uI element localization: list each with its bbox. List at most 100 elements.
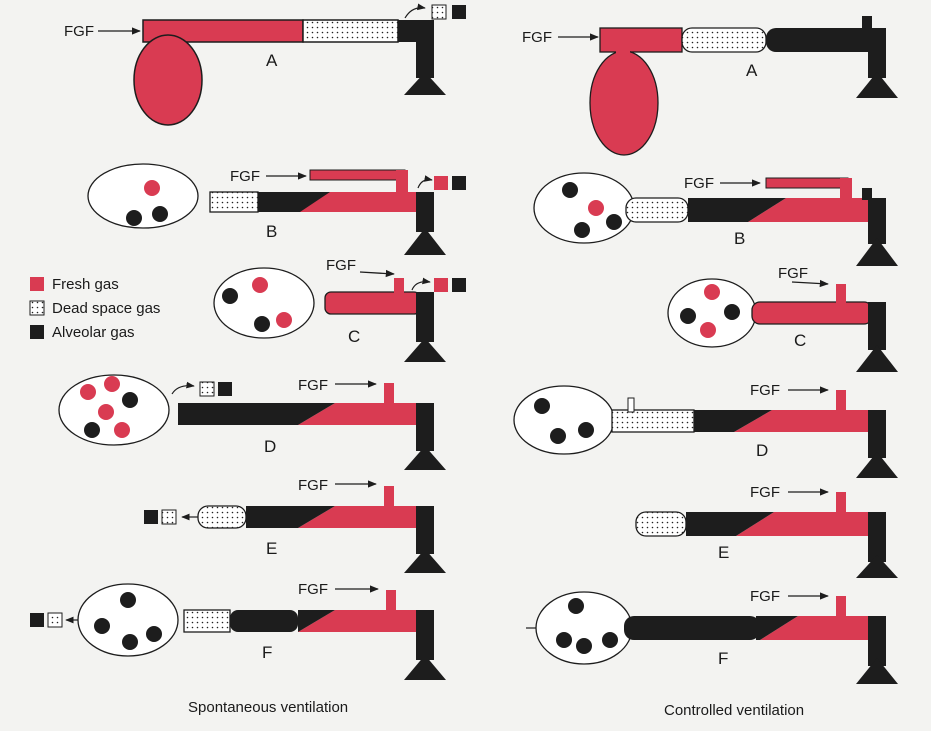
vent-alveolar-box [452, 278, 466, 292]
face-mask [856, 345, 898, 372]
alveolar-dot [556, 632, 572, 648]
face-mask [856, 238, 898, 266]
dead-space-segment [302, 19, 399, 43]
legend-alveolar-label: Alveolar gas [52, 324, 135, 341]
inlet-elbow [396, 170, 408, 212]
mask-neck [416, 292, 434, 342]
ctrl-stage-b: FGF B [533, 172, 898, 266]
face-mask [404, 655, 446, 680]
dead-space-segment [635, 511, 687, 537]
vent-dead-box [199, 381, 215, 397]
mixed-segment [748, 198, 786, 222]
stage-label-e: E [266, 539, 277, 558]
spont-stage-b: FGF B [87, 163, 466, 255]
alveolar-dot [222, 288, 238, 304]
face-mask [856, 658, 898, 684]
fresh-gas-wedge [760, 616, 872, 640]
stage-label-e: E [718, 543, 729, 562]
reservoir-bag [513, 385, 615, 455]
mask-neck [416, 610, 434, 660]
alveolar-dot [606, 214, 622, 230]
spont-stage-c: FGF C [213, 257, 466, 362]
legend-alveolar-swatch [30, 325, 44, 339]
caption-spontaneous: Spontaneous ventilation [188, 699, 348, 716]
valve-vent-arrow [171, 381, 195, 395]
fgf-label: FGF [64, 23, 94, 40]
alveolar-dot [576, 638, 592, 654]
fresh-gas-dot [704, 284, 720, 300]
alveolar-segment [624, 616, 760, 640]
fresh-gas-dot [144, 180, 160, 196]
alveolar-dot [84, 422, 100, 438]
mixed-segment [734, 410, 772, 432]
ctrl-stage-a: FGF A [522, 16, 898, 156]
fresh-gas-wedge [748, 198, 872, 222]
fgf-arrow [359, 269, 395, 278]
fgf-label: FGF [230, 168, 260, 185]
alveolar-dot [574, 222, 590, 238]
vent-alveolar-box [144, 510, 158, 524]
stage-label-a: A [266, 51, 278, 70]
face-mask [404, 338, 446, 362]
inlet-elbow [836, 284, 846, 304]
inlet-elbow [384, 486, 394, 508]
fresh-gas-wedge [736, 512, 872, 536]
fgf-label: FGF [750, 484, 780, 501]
spont-stage-f: FGF F [30, 581, 446, 680]
spont-stage-e: FGF E [144, 477, 446, 573]
alveolar-segment [694, 410, 734, 432]
alveolar-dot [146, 626, 162, 642]
alveolar-dot [578, 422, 594, 438]
fgf-inlet [765, 177, 849, 189]
alveolar-dot [568, 598, 584, 614]
face-mask [404, 549, 446, 573]
fresh-gas-wedge [734, 410, 872, 432]
mask-neck [868, 410, 886, 458]
vent-dead-box [47, 612, 63, 628]
stage-label-b: B [266, 222, 277, 241]
alveolar-segment [766, 28, 878, 52]
legend-fresh-swatch [30, 277, 44, 291]
alveolar-dot [550, 428, 566, 444]
fgf-label: FGF [750, 588, 780, 605]
bag-neck [616, 48, 630, 56]
fresh-gas-wedge [300, 192, 420, 212]
stage-label-d: D [756, 441, 768, 460]
inlet-elbow [840, 178, 852, 200]
alveolar-dot [680, 308, 696, 324]
dead-space-segment [625, 197, 689, 223]
alveolar-dot [724, 304, 740, 320]
fresh-gas-segment [324, 291, 421, 315]
mask-neck [868, 616, 886, 666]
fgf-label: FGF [684, 175, 714, 192]
alveolar-dot [562, 182, 578, 198]
reservoir-bag [589, 50, 659, 156]
ctrl-stage-d: FGF D [513, 382, 898, 478]
fresh-gas-dot [252, 277, 268, 293]
inlet-elbow [394, 278, 404, 294]
mixed-segment [736, 512, 774, 536]
fgf-label: FGF [298, 477, 328, 494]
dead-space-segment [197, 505, 247, 529]
inlet-elbow [386, 590, 396, 612]
legend-dead-label: Dead space gas [52, 300, 160, 317]
alveolar-segment [686, 512, 736, 536]
alveolar-dot [254, 316, 270, 332]
legend: Fresh gas Dead space gas Alveolar gas [29, 276, 160, 341]
legend-dead-swatch [29, 300, 45, 316]
mask-neck [868, 28, 886, 78]
inlet-elbow [384, 383, 394, 405]
vent-fresh-box [434, 176, 448, 190]
alveolar-dot [602, 632, 618, 648]
inlet-elbow [836, 596, 846, 618]
fresh-gas-wedge [298, 506, 420, 528]
fresh-gas-dot [276, 312, 292, 328]
dead-space-segment [611, 409, 695, 433]
fgf-label: FGF [750, 382, 780, 399]
mask-neck [416, 506, 434, 554]
valve-stub [862, 16, 872, 30]
face-mask [404, 446, 446, 470]
stage-label-c: C [348, 327, 360, 346]
face-mask [404, 228, 446, 255]
